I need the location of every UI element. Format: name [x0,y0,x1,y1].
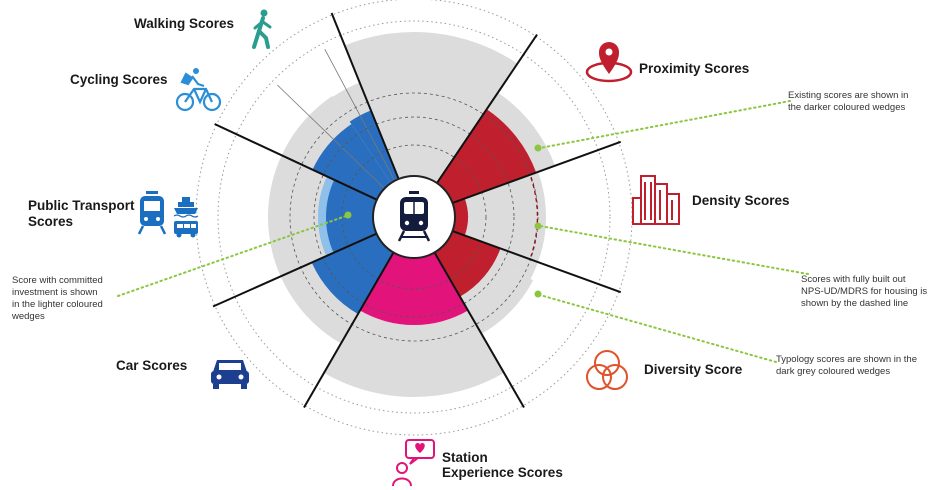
sector-divider-6 [452,230,622,294]
sector-divider-1 [330,12,400,180]
note-typology-line1: Typology scores are shown in the [776,354,917,365]
sector-divider-3 [212,232,377,308]
note-typology-line2: dark grey coloured wedges [776,366,890,377]
car-icon [211,360,249,389]
note-built-out-line2: NPS-UD/MDRS for housing is [801,286,927,297]
note-committed-line4: wedges [11,311,45,322]
score-wedges [268,32,555,398]
sector-divider-2 [214,123,378,201]
bus-icon [174,221,198,238]
diversity-label: Diversity Score [644,362,743,377]
buildings-icon [632,175,680,225]
note-committed-line3: in the lighter coloured [12,299,103,310]
train-icon [137,191,167,235]
center-train-badge [372,175,456,259]
cycling-label: Cycling Scores [70,72,168,87]
sector-divider-7 [452,140,622,204]
note-built-out-line3: shown by the dashed line [801,298,908,309]
walking-label: Walking Scores [134,16,234,31]
public-transport-label-line1: Public Transport [28,198,135,213]
note-committed-line2: investment is shown [12,287,98,298]
density-grey-wedge [450,171,546,279]
density-label: Density Scores [692,193,790,208]
public-transport-label-line2: Scores [28,214,73,229]
proximity-label: Proximity Scores [639,61,749,76]
venn-circles-icon [586,350,628,390]
car-label: Car Scores [116,358,187,373]
sector-divider-4 [303,252,395,409]
note-existing-line1: Existing scores are shown in [788,90,908,101]
note-existing-line2: the darker coloured wedges [788,102,905,113]
built-out-dashed-line [530,177,538,257]
station-existing-wedge [360,252,468,325]
density-existing-wedge [452,198,468,236]
cyclist-icon [175,68,222,112]
cycling-sub-line [277,84,385,189]
inner-rings [289,92,539,342]
person-heart-chat-icon [392,439,435,487]
location-pin-icon [585,42,633,83]
ferry-icon [173,197,199,218]
walking-person-icon [252,9,272,49]
walking-sub-line [324,49,396,181]
cycling-existing-wedge-2 [312,124,392,200]
walking-grey-wedge [344,32,518,184]
transport-existing-wedge [325,179,377,253]
station-label-line2: Experience Scores [442,465,563,480]
leader-arrowheads [344,144,542,298]
note-committed-line1: Score with committed [12,275,103,286]
sector-dividers [212,12,622,409]
proximity-existing-wedge [436,109,537,203]
train-front-icon [397,191,431,242]
sector-divider-5 [433,252,525,409]
station-label-line1: Station [442,450,488,465]
note-built-out-line1: Scores with fully built out [801,274,906,285]
leader-lines [117,100,809,363]
sector-divider-0 [436,34,538,184]
